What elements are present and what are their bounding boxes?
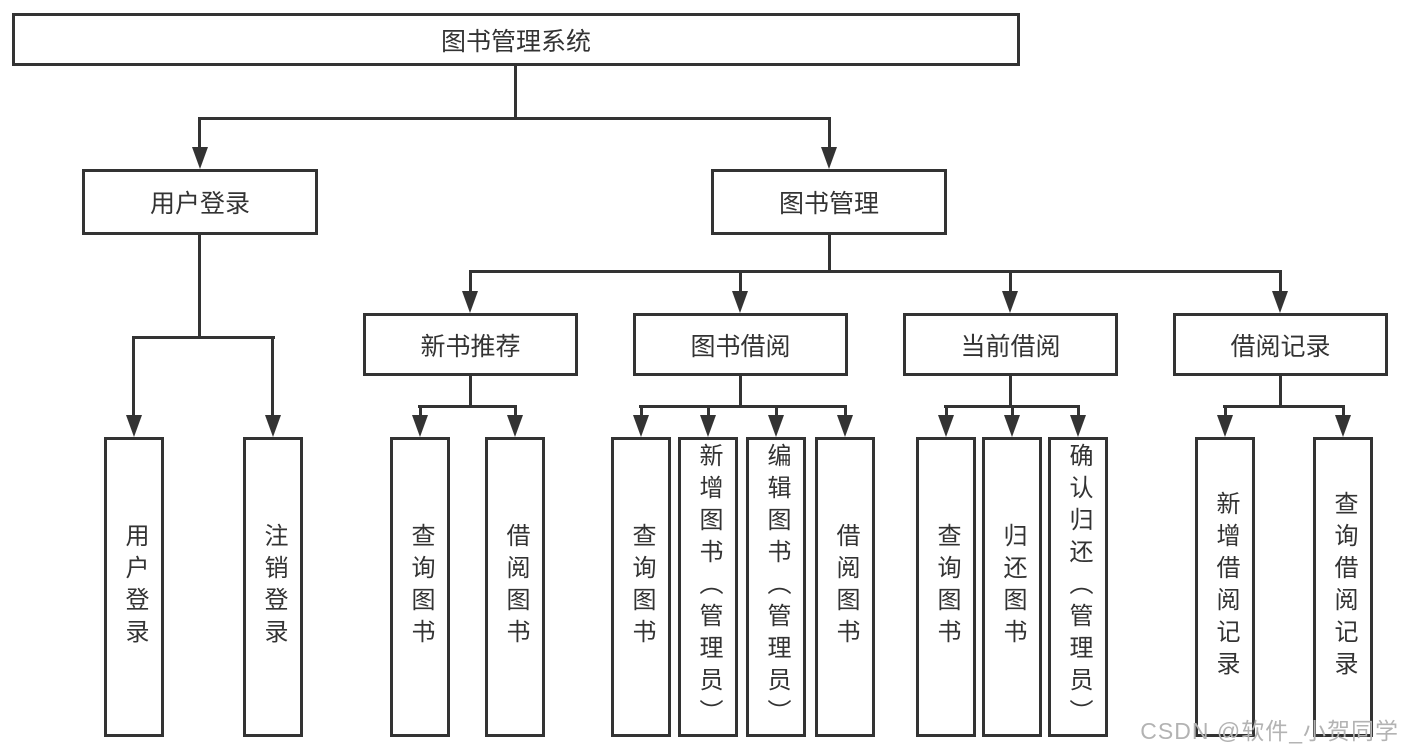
arrow-down-icon	[768, 415, 784, 437]
connector-line	[1279, 376, 1282, 408]
node-current-borrowing: 当前借阅	[903, 313, 1118, 376]
arrow-down-icon	[633, 415, 649, 437]
node-book-management: 图书管理	[711, 169, 947, 235]
leaf-label: 归还图书	[999, 523, 1026, 651]
arrow-down-icon	[192, 147, 208, 169]
leaf-label: 查询图书	[628, 523, 655, 651]
leaf-label: 查询图书	[933, 523, 960, 651]
connector-line	[1009, 270, 1012, 293]
connector-line	[1279, 270, 1282, 293]
node-new-book-recommendation: 新书推荐	[363, 313, 578, 376]
connector-line	[132, 336, 135, 416]
connector-line	[514, 405, 517, 417]
node-borrowing-records: 借阅记录	[1173, 313, 1388, 376]
leaf-label: 查询图书	[407, 523, 434, 651]
connector-line	[1223, 405, 1344, 408]
leaf-label: 确认归还（管理员）	[1065, 443, 1092, 731]
arrow-down-icon	[1335, 415, 1351, 437]
leaf-label: 新增图书（管理员）	[695, 443, 722, 731]
leaf-borrow-books: 借阅图书	[815, 437, 875, 737]
connector-line	[1077, 405, 1080, 417]
leaf-label: 编辑图书（管理员）	[763, 443, 790, 731]
arrow-down-icon	[1272, 291, 1288, 313]
connector-line	[945, 405, 948, 417]
leaf-edit-books-admin: 编辑图书（管理员）	[746, 437, 806, 737]
connector-line	[1342, 405, 1345, 417]
leaf-label: 查询借阅记录	[1330, 491, 1357, 683]
connector-line	[639, 405, 846, 408]
connector-line	[132, 336, 275, 339]
connector-line	[514, 66, 517, 118]
arrow-down-icon	[126, 415, 142, 437]
node-label: 图书管理系统	[440, 27, 591, 56]
leaf-query-books-recommend: 查询图书	[390, 437, 450, 737]
node-label: 图书管理	[778, 190, 879, 218]
arrow-down-icon	[700, 415, 716, 437]
connector-line	[828, 235, 831, 273]
arrow-down-icon	[412, 415, 428, 437]
node-label: 当前借阅	[960, 332, 1061, 361]
leaf-label: 用户登录	[121, 523, 148, 651]
arrow-down-icon	[462, 291, 478, 313]
node-label: 新书推荐	[420, 332, 521, 361]
arrow-down-icon	[507, 415, 523, 437]
leaf-borrow-books-recommend: 借阅图书	[485, 437, 545, 737]
leaf-query-books-current: 查询图书	[916, 437, 976, 737]
connector-line	[1224, 405, 1227, 417]
node-label: 用户登录	[149, 190, 250, 218]
connector-line	[469, 270, 472, 293]
connector-line	[418, 405, 517, 408]
node-label: 图书借阅	[690, 332, 791, 361]
leaf-confirm-return-admin: 确认归还（管理员）	[1048, 437, 1108, 737]
arrow-down-icon	[821, 147, 837, 169]
node-book-borrowing: 图书借阅	[633, 313, 848, 376]
connector-line	[469, 270, 1282, 273]
connector-line	[1011, 405, 1014, 417]
arrow-down-icon	[265, 415, 281, 437]
leaf-logout: 注销登录	[243, 437, 303, 737]
node-library-management-system: 图书管理系统	[12, 13, 1020, 66]
connector-line	[1009, 376, 1012, 408]
leaf-add-books-admin: 新增图书（管理员）	[678, 437, 738, 737]
leaf-query-borrowing-record: 查询借阅记录	[1313, 437, 1373, 737]
connector-line	[640, 405, 643, 417]
leaf-user-login: 用户登录	[104, 437, 164, 737]
connector-line	[828, 117, 831, 148]
leaf-label: 注销登录	[260, 523, 287, 651]
connector-line	[271, 336, 274, 416]
arrow-down-icon	[732, 291, 748, 313]
connector-line	[775, 405, 778, 417]
arrow-down-icon	[837, 415, 853, 437]
connector-line	[844, 405, 847, 417]
connector-line	[469, 376, 472, 408]
leaf-label: 新增借阅记录	[1212, 491, 1239, 683]
connector-line	[198, 117, 831, 120]
connector-line	[198, 117, 201, 148]
leaf-label: 借阅图书	[502, 523, 529, 651]
arrow-down-icon	[1004, 415, 1020, 437]
leaf-return-books: 归还图书	[982, 437, 1042, 737]
connector-line	[739, 376, 742, 408]
arrow-down-icon	[1002, 291, 1018, 313]
node-user-login: 用户登录	[82, 169, 318, 235]
leaf-label: 借阅图书	[832, 523, 859, 651]
leaf-add-borrowing-record: 新增借阅记录	[1195, 437, 1255, 737]
leaf-query-books-borrowing: 查询图书	[611, 437, 671, 737]
arrow-down-icon	[1217, 415, 1233, 437]
connector-line	[198, 235, 201, 338]
connector-line	[739, 270, 742, 293]
connector-line	[419, 405, 422, 417]
arrow-down-icon	[1070, 415, 1086, 437]
connector-line	[707, 405, 710, 417]
node-label: 借阅记录	[1230, 332, 1331, 361]
csdn-watermark: CSDN @软件_小贺同学	[1140, 718, 1399, 744]
arrow-down-icon	[938, 415, 954, 437]
